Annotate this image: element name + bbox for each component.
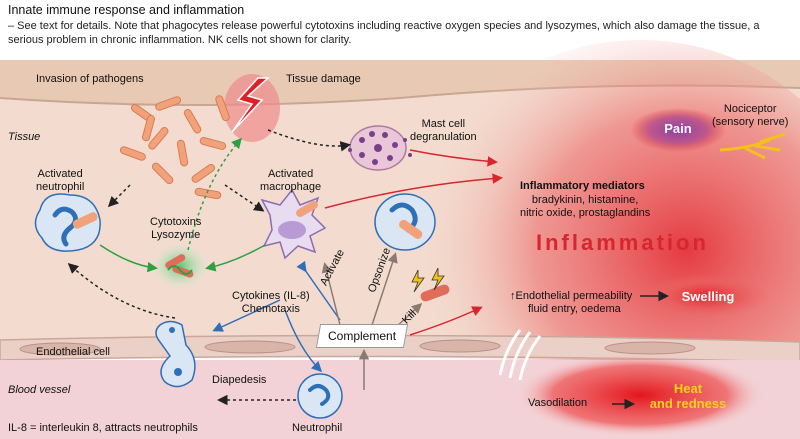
arrow-cytokine-to-diapedesis — [212, 299, 281, 332]
tissue-damage-icon — [224, 74, 280, 142]
pain-label: Pain — [664, 121, 692, 136]
pain-zone — [630, 108, 726, 152]
blood-vessel-label: Blood vessel — [8, 384, 71, 396]
heat-redness-zone — [515, 353, 765, 437]
arrow-cytotoxin-to-damage — [187, 137, 242, 251]
endothelial-cell-label: Endothelial cell — [36, 346, 110, 358]
circulating-neutrophil — [297, 373, 343, 419]
pathogen-cluster — [119, 95, 230, 200]
arrow-activate — [321, 262, 341, 326]
fluid-entry-arrows — [498, 329, 542, 381]
vasodilation-label: Vasodilation — [528, 397, 588, 409]
arrow-chemotaxis — [296, 260, 341, 321]
arrow-diapedesis-to-activation — [67, 262, 176, 319]
figure-title: Innate immune response and inflammation — [8, 3, 245, 17]
diapedesis-label: Diapedesis — [212, 374, 267, 386]
arrow-macrophage-to-cytotoxin — [205, 244, 266, 272]
nociceptor-label: Nociceptor(sensory nerve) — [712, 103, 789, 128]
invasion-label: Invasion of pathogens — [36, 73, 144, 85]
swelling-zone — [644, 274, 768, 318]
arrow-macrophage-to-mediators — [324, 173, 503, 209]
arrow-pathogen-to-neutrophil — [107, 184, 131, 208]
arrow-neutrophil-to-cytotoxin — [99, 244, 158, 273]
diapedesis-neutrophil — [155, 320, 196, 388]
il8-note: IL-8 = interleukin 8, attracts neutrophi… — [8, 422, 198, 434]
tissue-damage-label: Tissue damage — [286, 73, 361, 85]
cytokines-label: Cytokines (IL-8)Chemotaxis — [232, 290, 310, 315]
kill-target — [411, 267, 450, 302]
tissue-label: Tissue — [8, 131, 41, 143]
inflammatory-mediators-title: Inflammatory mediators — [520, 180, 645, 192]
mediators-list: bradykinin, histamine,nitric oxide, pros… — [520, 194, 651, 219]
arrow-complement-to-permeability — [409, 306, 483, 336]
arrow-cytokine-to-neutrophil — [284, 309, 323, 373]
arrow-pathogen-to-macrophage — [224, 184, 265, 212]
opsonizing-phagocyte — [374, 193, 436, 251]
neutrophil-label: Neutrophil — [292, 422, 343, 434]
activated-macrophage — [260, 188, 327, 260]
arrow-opsonize — [371, 252, 398, 326]
arrow-mast-to-inflammation — [409, 149, 498, 167]
inflammation-label: Inflammation — [536, 230, 709, 255]
activated-neutrophil — [34, 193, 101, 252]
figure-note: – See text for details. Note that phagoc… — [8, 20, 760, 46]
cytotoxin-cluster — [150, 242, 210, 290]
nociceptor-nerve — [719, 132, 786, 160]
complement-label: Complement — [315, 324, 409, 348]
figure-header: Innate immune response and inflammation … — [0, 0, 800, 60]
arrow-damage-to-mast — [267, 129, 351, 152]
swelling-label: Swelling — [681, 289, 735, 304]
